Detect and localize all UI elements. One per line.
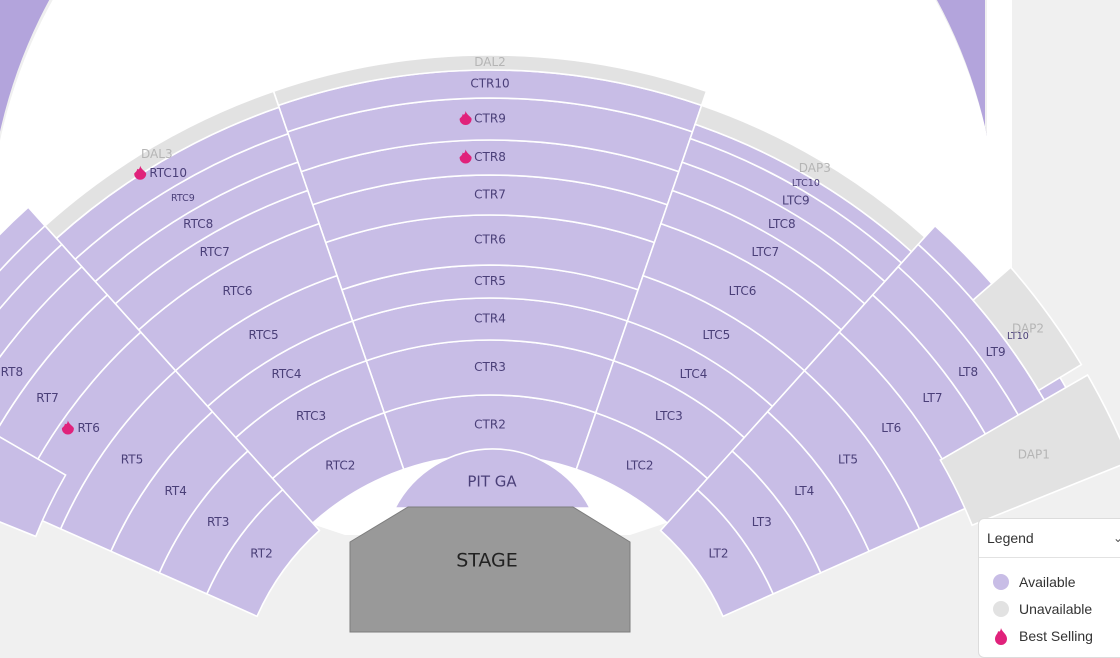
flame-icon xyxy=(459,149,472,164)
legend-panel: Legend ⌄ Available Unavailable Best Sell… xyxy=(978,518,1120,658)
available-swatch-icon xyxy=(993,573,1009,590)
unavailable-swatch-icon xyxy=(993,600,1009,617)
chevron-down-icon: ⌄ xyxy=(1113,531,1120,545)
section-dal4[interactable] xyxy=(0,206,47,449)
legend-item-label: Unavailable xyxy=(1019,600,1093,617)
stage-label: STAGE xyxy=(456,550,518,572)
legend-item-available: Available xyxy=(993,568,1120,595)
section-rt9[interactable] xyxy=(0,243,83,472)
section-rt8[interactable] xyxy=(0,265,109,488)
section-dal3 xyxy=(43,90,281,240)
legend-item-label: Available xyxy=(1019,573,1076,590)
flame-icon xyxy=(134,165,147,180)
section-pit-ga[interactable] xyxy=(393,448,592,509)
stage xyxy=(349,506,631,633)
legend-item-label: Best Selling xyxy=(1019,627,1093,644)
legend-toggle[interactable]: Legend ⌄ xyxy=(979,519,1120,558)
legend-item-unavailable: Unavailable xyxy=(993,595,1120,622)
seating-sections xyxy=(0,54,1120,618)
flame-icon xyxy=(995,627,1007,645)
legend-item-best-selling: Best Selling xyxy=(993,622,1120,649)
section-dap1 xyxy=(939,373,1120,527)
section-dap2 xyxy=(971,266,1083,392)
section-rt11[interactable] xyxy=(0,378,67,538)
legend-title: Legend xyxy=(987,530,1034,546)
flame-icon xyxy=(459,111,472,126)
section-rt10[interactable] xyxy=(0,224,63,460)
flame-icon xyxy=(61,420,74,435)
